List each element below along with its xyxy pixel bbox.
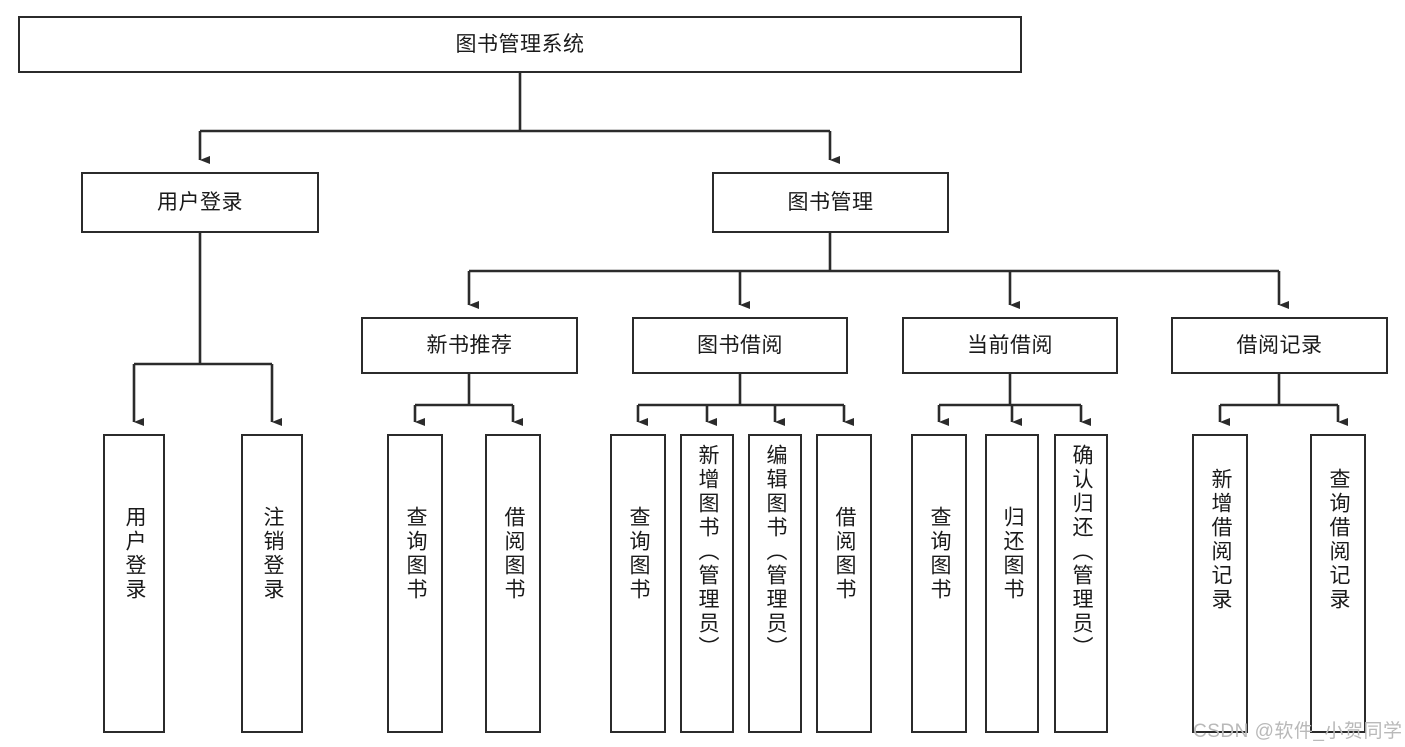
node-leaf-borrow-book-1-label: 借阅图书	[502, 506, 526, 602]
node-leaf-add-record-label: 新增借阅记录	[1209, 468, 1233, 612]
node-book-borrow[interactable]: 图书借阅	[632, 317, 848, 374]
node-leaf-user-login-label: 用户登录	[123, 506, 147, 602]
node-leaf-query-record[interactable]: 查询借阅记录	[1310, 434, 1366, 733]
node-current-borrow-label: 当前借阅	[967, 333, 1053, 357]
node-leaf-edit-book-label: 编辑图书（管理员）	[764, 444, 788, 660]
node-new-book-recommend-label: 新书推荐	[426, 333, 513, 357]
node-user-login-label: 用户登录	[157, 190, 243, 214]
node-leaf-query-book-1-label: 查询图书	[404, 506, 428, 602]
node-leaf-return-book-label: 归还图书	[1001, 506, 1025, 602]
node-leaf-query-book-3-label: 查询图书	[928, 506, 952, 602]
node-borrow-record[interactable]: 借阅记录	[1171, 317, 1388, 374]
node-leaf-add-book[interactable]: 新增图书（管理员）	[680, 434, 734, 733]
node-leaf-user-login[interactable]: 用户登录	[103, 434, 165, 733]
node-leaf-query-book-2-label: 查询图书	[627, 506, 651, 602]
node-leaf-query-book-2[interactable]: 查询图书	[610, 434, 666, 733]
node-leaf-borrow-book-1[interactable]: 借阅图书	[485, 434, 541, 733]
node-book-management-label: 图书管理	[787, 190, 874, 214]
node-leaf-logout-label: 注销登录	[261, 506, 285, 602]
node-leaf-borrow-book-2-label: 借阅图书	[833, 506, 857, 602]
node-leaf-add-record[interactable]: 新增借阅记录	[1192, 434, 1248, 733]
node-book-management[interactable]: 图书管理	[712, 172, 949, 233]
node-leaf-query-book-3[interactable]: 查询图书	[911, 434, 967, 733]
node-root[interactable]: 图书管理系统	[18, 16, 1022, 73]
node-root-label: 图书管理系统	[455, 32, 585, 56]
csdn-watermark-text: CSDN @软件_小贺同学	[1193, 721, 1403, 742]
node-current-borrow[interactable]: 当前借阅	[902, 317, 1118, 374]
node-leaf-confirm-return-label: 确认归还（管理员）	[1070, 444, 1094, 660]
node-leaf-query-book-1[interactable]: 查询图书	[387, 434, 443, 733]
node-leaf-confirm-return[interactable]: 确认归还（管理员）	[1054, 434, 1108, 733]
node-leaf-borrow-book-2[interactable]: 借阅图书	[816, 434, 872, 733]
node-leaf-logout[interactable]: 注销登录	[241, 434, 303, 733]
node-borrow-record-label: 借阅记录	[1236, 333, 1323, 357]
node-leaf-return-book[interactable]: 归还图书	[985, 434, 1039, 733]
node-leaf-query-record-label: 查询借阅记录	[1327, 468, 1351, 612]
node-leaf-add-book-label: 新增图书（管理员）	[696, 444, 720, 660]
node-user-login[interactable]: 用户登录	[81, 172, 319, 233]
node-new-book-recommend[interactable]: 新书推荐	[361, 317, 578, 374]
node-book-borrow-label: 图书借阅	[697, 333, 783, 357]
csdn-watermark: CSDN @软件_小贺同学	[1193, 716, 1402, 743]
node-leaf-edit-book[interactable]: 编辑图书（管理员）	[748, 434, 802, 733]
